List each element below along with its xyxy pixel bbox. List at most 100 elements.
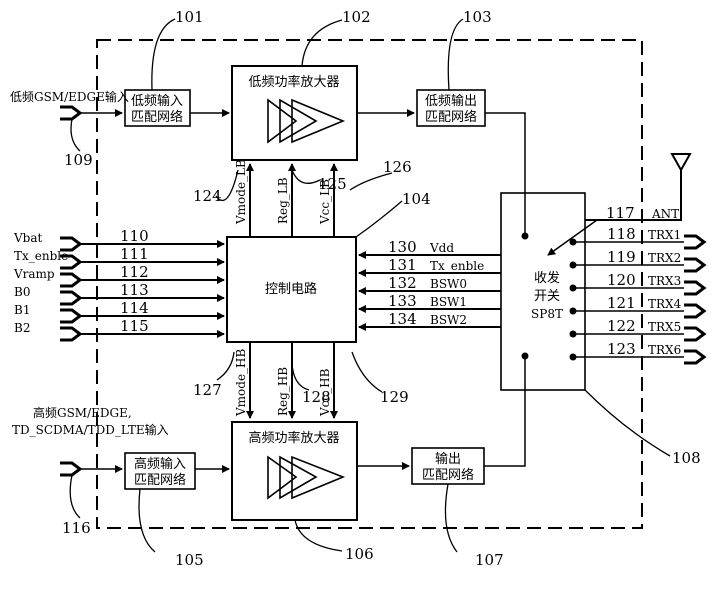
right-signal-ref: 133 (388, 292, 417, 310)
lb-bias-label: Vcc_LB (318, 179, 332, 225)
lf-pa-block (231, 65, 358, 161)
left-signal-ref: 110 (120, 227, 149, 245)
ref-128: 128 (302, 388, 331, 406)
lb-bias-lines: Vmode_LB Reg_LB Vcc_LB (234, 159, 338, 237)
trx-port-connector (684, 280, 707, 296)
hf-input-match-label-2: 匹配网络 (134, 472, 186, 488)
lf-input-match-block (124, 89, 191, 127)
ref-124: 124 (193, 187, 222, 205)
trx-ref: 121 (607, 294, 636, 312)
hf-output-match-block (411, 447, 485, 485)
trx-label: TRX6 (648, 343, 681, 357)
ref-103: 103 (463, 8, 492, 26)
lf-output-match-label-1: 低频输出 (425, 93, 477, 109)
ref-107: 107 (475, 551, 504, 569)
trx-port-connector (684, 257, 707, 273)
trx-port-connector (684, 303, 707, 319)
ref-104: 104 (402, 190, 431, 208)
lb-bias-label: Vmode_LB (234, 159, 248, 225)
hb-bias-label: Vmode_HB (234, 348, 248, 417)
lf-out-to-switch-wire (485, 112, 526, 233)
hf-out-to-switch-wire (484, 359, 526, 467)
hf-input-match-label-1: 高频输入 (134, 456, 186, 472)
right-signal-name: BSW1 (430, 295, 467, 309)
hf-input-label-1: 高频GSM/EDGE, (33, 405, 132, 420)
trx-label: TRX2 (648, 251, 681, 265)
switch-arm (547, 219, 598, 256)
right-signal-name: Tx_enble (430, 259, 484, 273)
ref-105: 105 (175, 551, 204, 569)
left-signal-connector (60, 326, 83, 342)
lf-amplifier-icon (267, 98, 346, 144)
trx-ref: 122 (607, 317, 636, 335)
trx-port-connector (684, 349, 707, 365)
hb-bias-label: Vcc_HB (318, 368, 332, 417)
right-signal-name: BSW2 (430, 313, 467, 327)
left-signal-ref: 114 (120, 299, 149, 317)
left-signal-name: B1 (14, 303, 30, 317)
right-control-signals: 130 Vdd 131 Tx_enble 132 BSW0 133 BSW1 134 BSW2 (358, 238, 501, 331)
lf-input-match-label-1: 低频输入 (131, 93, 183, 109)
lf-input-label: 低频GSM/EDGE输入 (10, 89, 129, 104)
ref-102: 102 (342, 8, 371, 26)
switch-label-3: SP8T (531, 307, 563, 321)
lf-output-match-block (416, 89, 486, 127)
ref-108: 108 (672, 449, 701, 467)
left-signal-name: Vramp (13, 267, 55, 281)
ref-101: 101 (175, 8, 204, 26)
left-signal-name: B0 (14, 285, 30, 299)
hf-input-label-2: TD_SCDMA/TDD_LTE输入 (12, 422, 169, 437)
left-signal-connector (60, 290, 83, 306)
left-signal-connector (60, 308, 83, 324)
trx-ref: 118 (607, 225, 636, 243)
hf-input-match-block (124, 452, 196, 490)
ref-109: 109 (64, 151, 93, 169)
right-signal-ref: 131 (388, 256, 417, 274)
antenna-icon (585, 153, 692, 221)
left-signal-name: Tx_enble (14, 249, 68, 263)
left-signal-ref: 113 (120, 281, 149, 299)
right-signal-name: BSW0 (430, 277, 467, 291)
ref-126: 126 (383, 158, 412, 176)
trx-label: TRX3 (648, 274, 681, 288)
control-circuit-block (226, 236, 357, 343)
trx-port-connector (684, 234, 707, 250)
ref-106: 106 (345, 545, 374, 563)
left-signal-ref: 112 (120, 263, 149, 281)
lf-output-match-label-2: 匹配网络 (425, 109, 477, 125)
right-signal-ref: 134 (388, 310, 417, 328)
switch-label-2: 开关 (534, 289, 560, 304)
antenna-label: ANT (651, 207, 679, 221)
hf-pa-block (231, 421, 358, 521)
lb-bias-label: Reg_LB (276, 177, 290, 224)
hf-output-match-label-2: 匹配网络 (422, 467, 474, 483)
ref-127: 127 (193, 381, 222, 399)
left-signal-ref: 111 (120, 245, 149, 263)
left-signal-name: B2 (14, 321, 30, 335)
hf-input-connector (60, 461, 83, 477)
lf-pa-label: 低频功率放大器 (248, 74, 339, 90)
trx-label: TRX4 (648, 297, 682, 311)
right-signal-name: Vdd (429, 241, 454, 255)
lf-input-connector (60, 105, 83, 121)
hf-output-match-label-1: 输出 (435, 451, 461, 467)
hf-pa-label: 高频功率放大器 (248, 430, 339, 446)
lf-input-match-label-2: 匹配网络 (131, 109, 183, 125)
trx-label: TRX1 (648, 228, 681, 242)
ref-125: 125 (318, 175, 347, 193)
left-signal-connector (60, 272, 83, 288)
trx-port-connector (684, 326, 707, 342)
switch-node-top (521, 232, 529, 240)
trx-ref: 123 (607, 340, 636, 358)
left-signal-ref: 115 (120, 317, 149, 335)
right-signal-ref: 130 (388, 238, 417, 256)
right-signal-ref: 132 (388, 274, 417, 292)
control-circuit-label: 控制电路 (265, 281, 317, 297)
module-boundary (96, 39, 643, 529)
trx-label: TRX5 (648, 320, 681, 334)
trx-ref: 119 (607, 248, 636, 266)
